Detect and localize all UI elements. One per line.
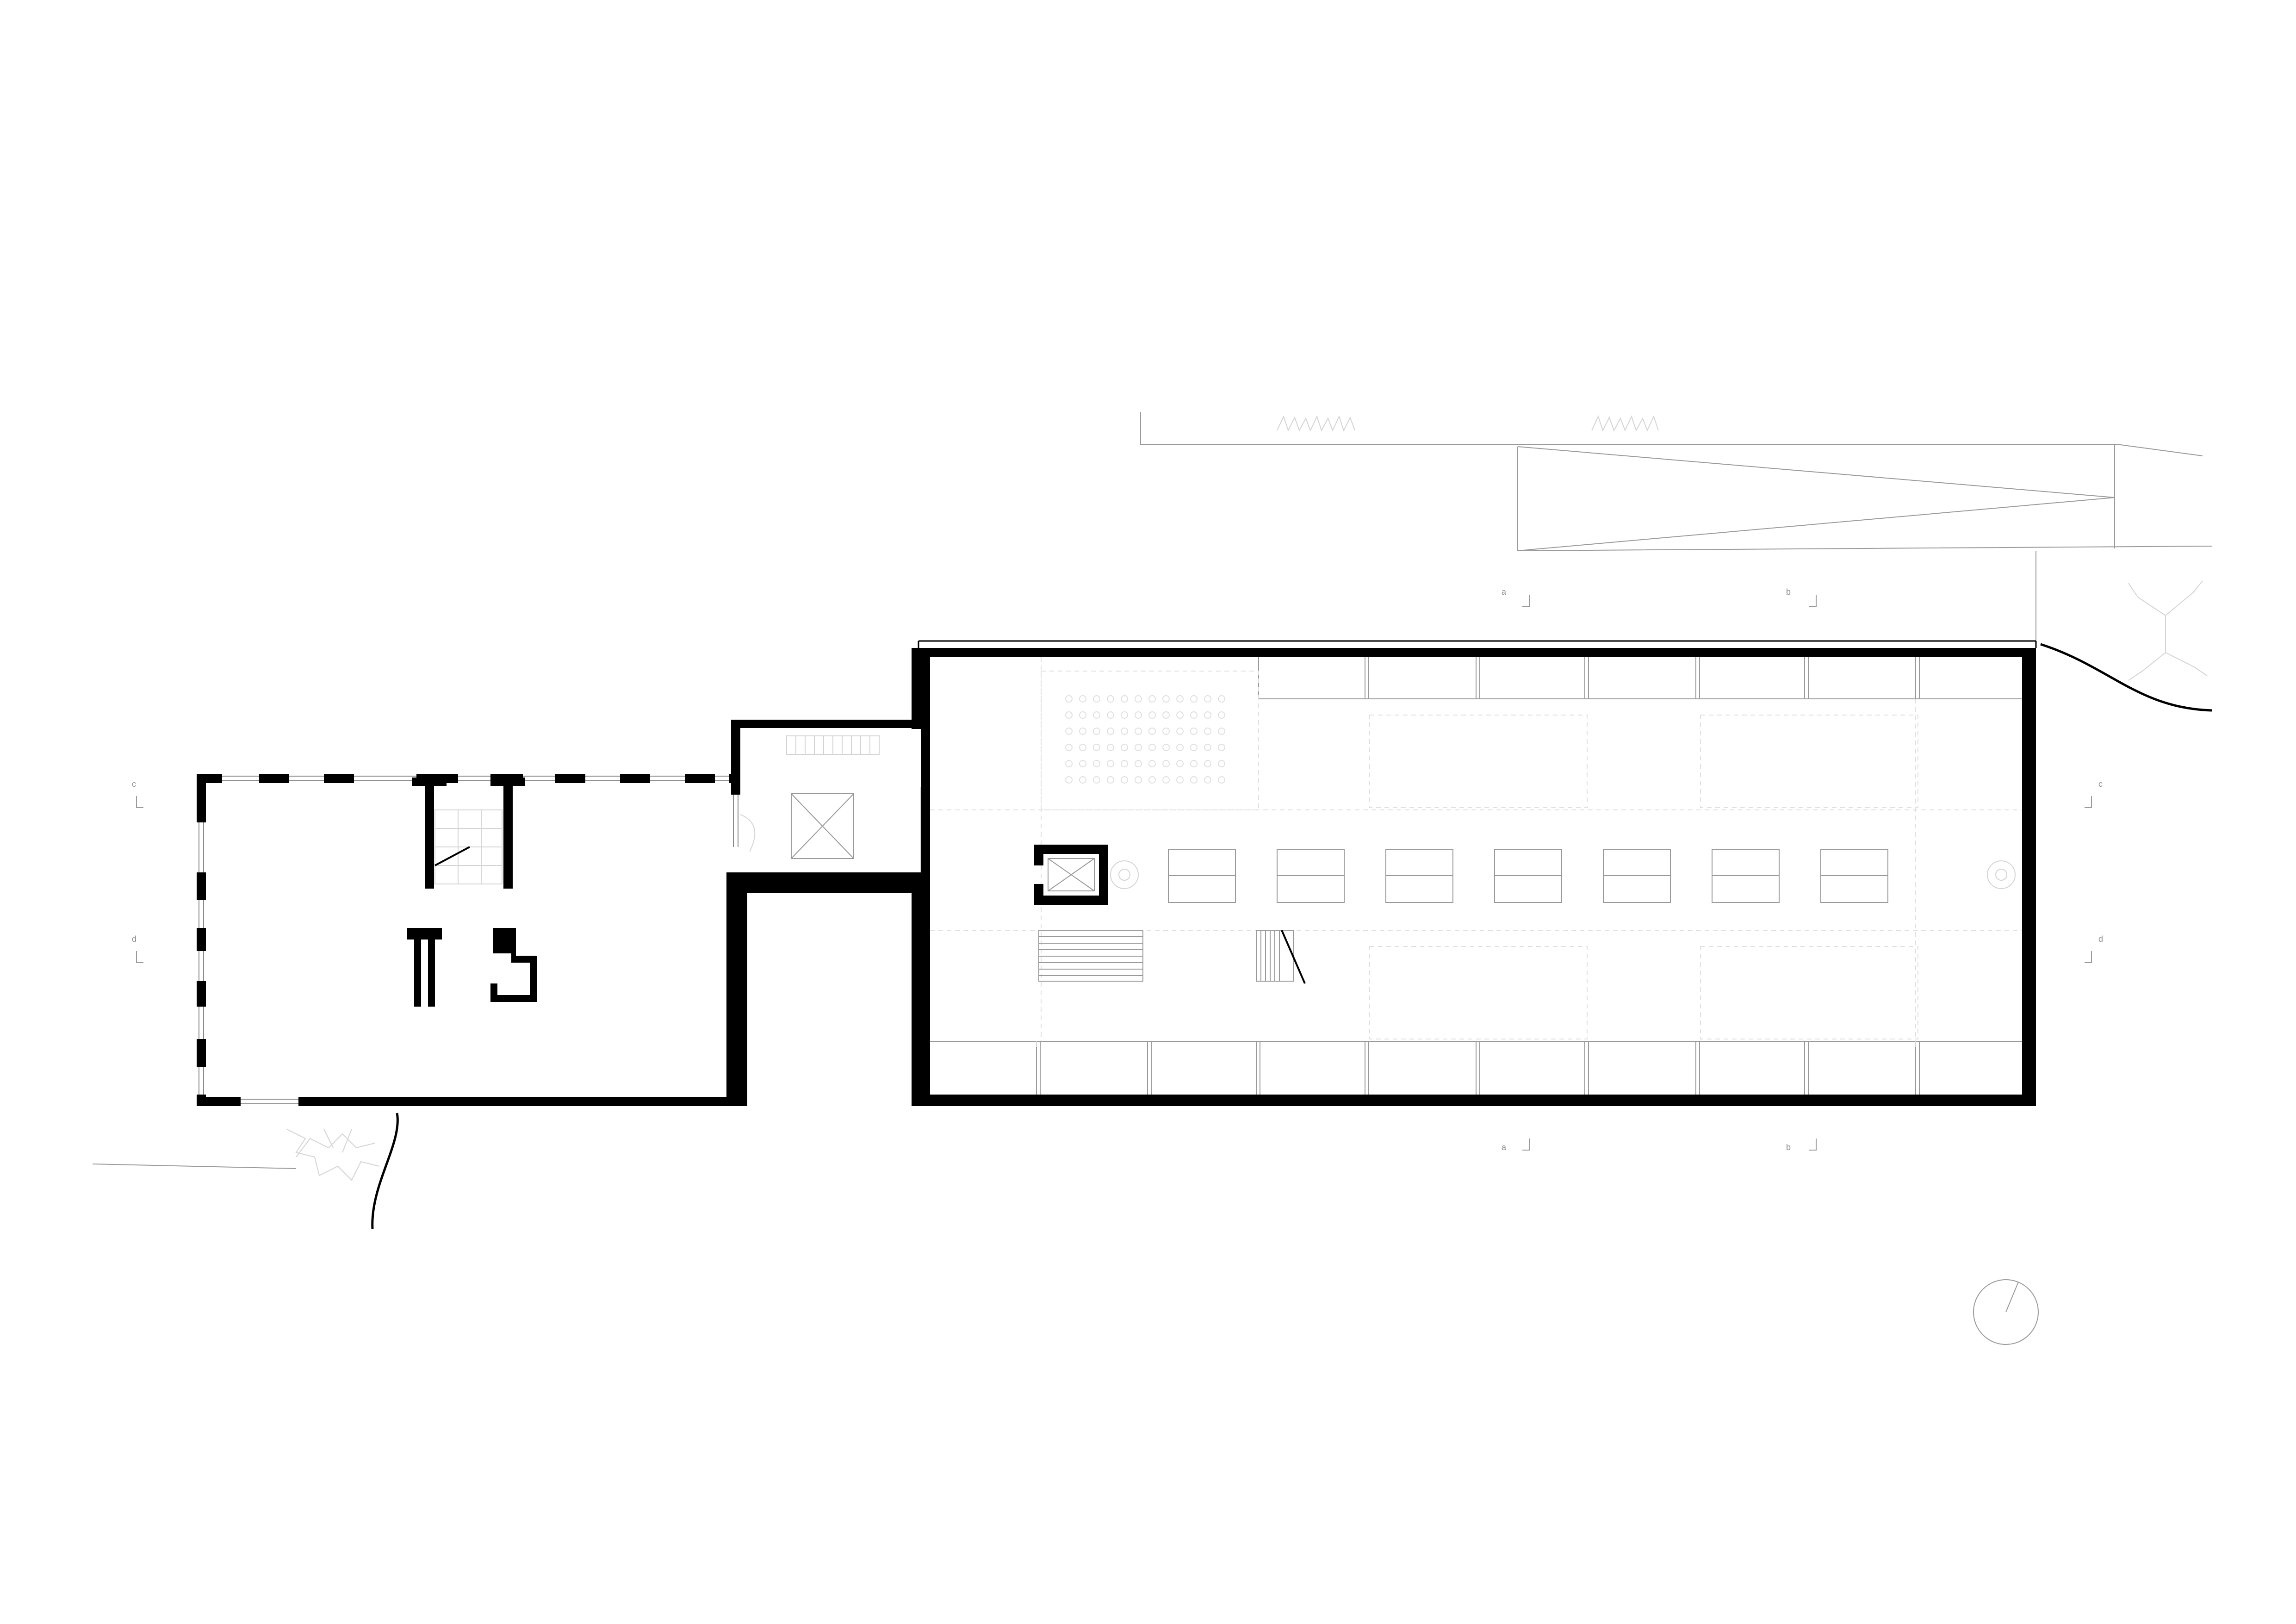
west-building bbox=[197, 648, 922, 1106]
section-label-b-bottom: b bbox=[1786, 1143, 1791, 1152]
section-label-d-right: d bbox=[2098, 934, 2103, 944]
section-label-a-top: a bbox=[1502, 587, 1507, 597]
section-marker-b-top: b bbox=[1786, 587, 1817, 607]
tree-right bbox=[2128, 580, 2208, 681]
seating-dots bbox=[1065, 695, 1225, 784]
east-hall bbox=[912, 640, 2037, 1106]
site-context-bottom-left bbox=[92, 1113, 399, 1229]
section-label-d-left: d bbox=[132, 934, 137, 944]
section-marker-c-right: c bbox=[2085, 779, 2103, 808]
section-marker-b-bottom: b bbox=[1786, 1139, 1817, 1152]
section-label-a-bottom: a bbox=[1502, 1143, 1507, 1152]
connector-stair-lift bbox=[786, 735, 921, 872]
section-marker-c-left: c bbox=[132, 779, 143, 808]
section-label-c-right: c bbox=[2098, 779, 2103, 789]
section-marker-a-bottom: a bbox=[1502, 1139, 1530, 1152]
section-label-b-top: b bbox=[1786, 587, 1791, 597]
vegetation-top-hatch bbox=[1277, 415, 1659, 432]
section-marker-d-right: d bbox=[2085, 934, 2103, 963]
site-context-top bbox=[1140, 412, 2212, 712]
section-markers: a b a b c d c d bbox=[132, 587, 2103, 1152]
north-arrow-icon bbox=[1973, 1279, 2039, 1345]
section-label-c-left: c bbox=[132, 779, 136, 789]
section-marker-d-left: d bbox=[132, 934, 143, 963]
section-marker-a-top: a bbox=[1502, 587, 1530, 607]
